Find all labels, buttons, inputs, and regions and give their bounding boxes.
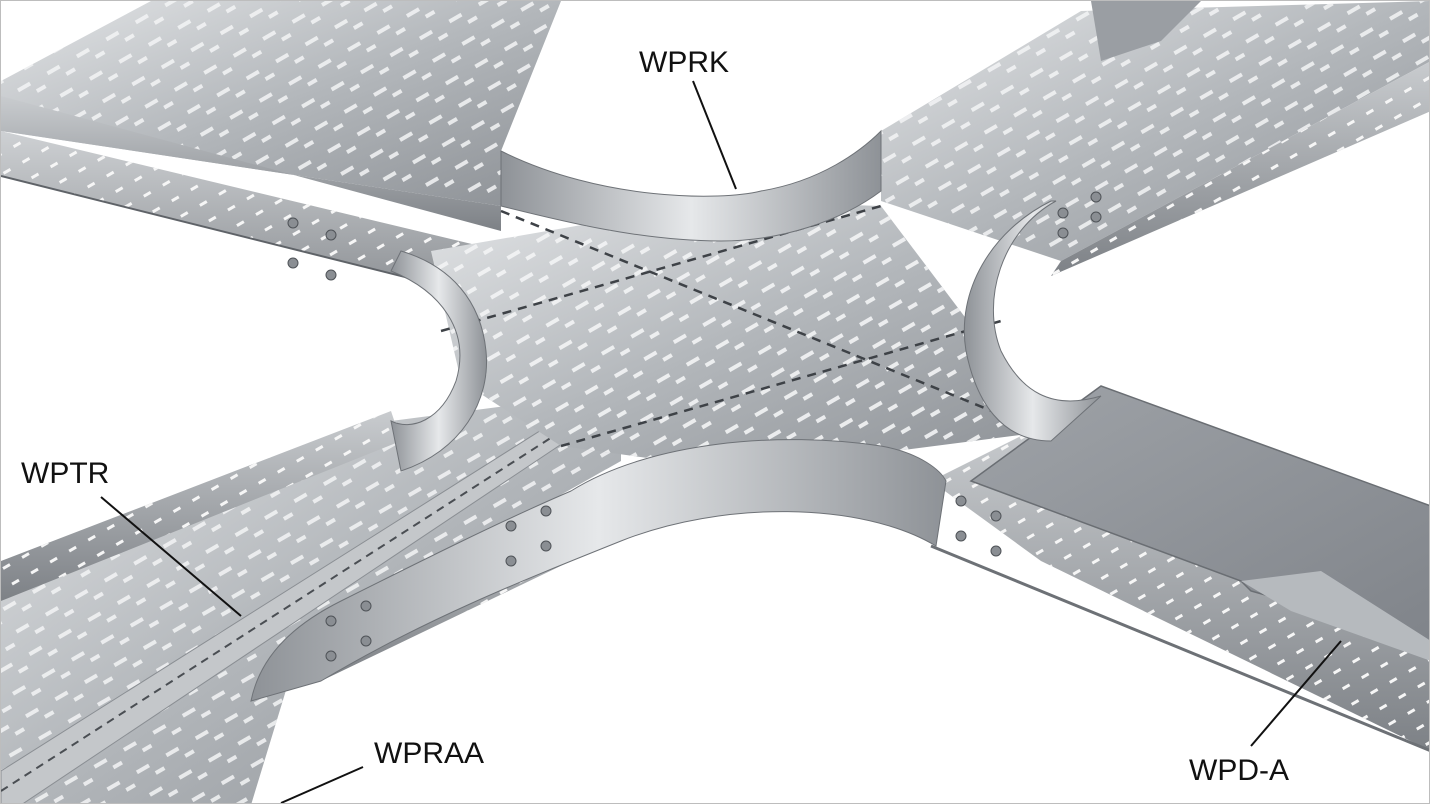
label-wpraa: WPRAA <box>374 737 484 770</box>
bolt-group <box>287 191 1102 662</box>
curved-wall-bottom-wpraa <box>250 439 947 702</box>
cross-intersection-plate <box>431 201 1051 471</box>
tray-cover-wpd-a <box>969 385 1429 661</box>
tray-arm-upper-right <box>881 1 1429 276</box>
leader-line-wptr <box>100 496 242 617</box>
label-wprk: WPRK <box>639 46 729 79</box>
label-wptr: WPTR <box>21 457 109 490</box>
curved-wall-right <box>963 200 1102 442</box>
label-wpd-a: WPD-A <box>1189 754 1289 787</box>
tray-arm-upper-left <box>1 1 561 302</box>
separator-strip-wptr <box>1 385 627 803</box>
curved-wall-left <box>390 250 488 472</box>
leader-line-wprk <box>692 80 737 190</box>
curved-wall-top <box>500 129 882 242</box>
leader-line-wpraa <box>280 766 364 803</box>
leader-line-wpd-a <box>1250 640 1342 747</box>
